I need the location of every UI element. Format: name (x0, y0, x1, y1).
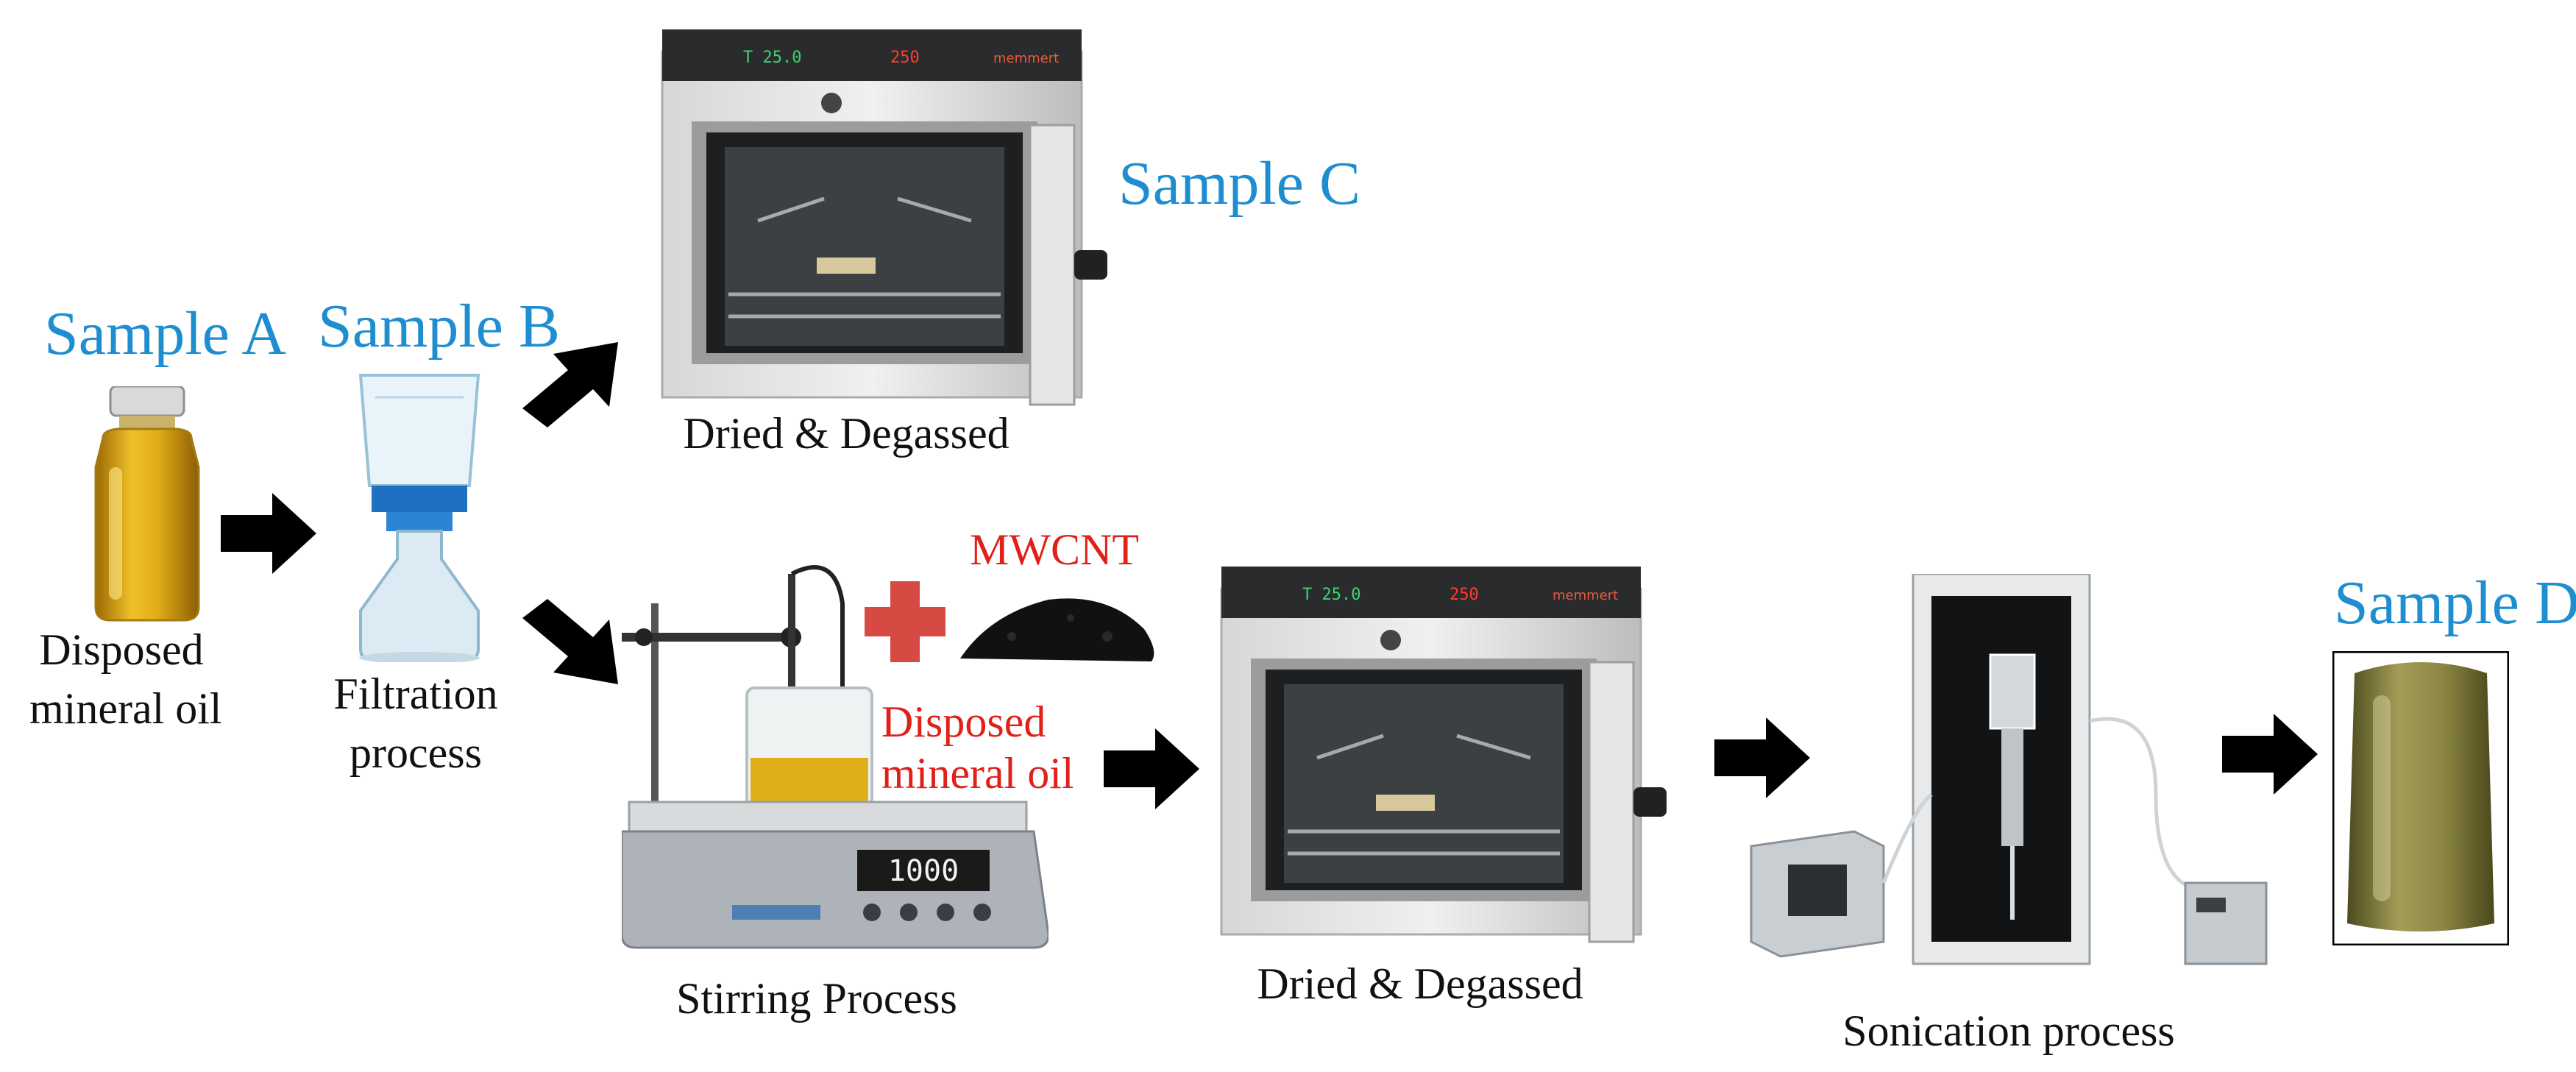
disposed-oil-red-line1: Disposed (881, 697, 1046, 746)
sample-c-label: Sample C (1118, 149, 1360, 218)
svg-text:memmert: memmert (993, 51, 1059, 66)
stirrer-icon: 1000 (622, 565, 1049, 949)
arrow-icon (2222, 714, 2318, 795)
filtration-label-line1: Filtration (333, 670, 498, 718)
disposed-oil-label-line2: mineral oil (29, 684, 222, 733)
disposed-oil-red-line2: mineral oil (881, 749, 1074, 798)
stirring-process-label: Stirring Process (676, 974, 957, 1023)
oven-icon: T 25.0 250 memmert (661, 29, 1107, 406)
oven-icon: T 25.0 250 memmert (1220, 567, 1667, 943)
svg-text:T 25.0: T 25.0 (1302, 586, 1360, 604)
arrow-icon (1714, 717, 1810, 798)
mwcnt-label: MWCNT (970, 525, 1139, 574)
sonicator-icon (1750, 574, 2268, 965)
sample-d-label: Sample D (2334, 569, 2576, 637)
dried-degassed-bottom-label: Dried & Degassed (1257, 959, 1583, 1008)
oil-bottle-icon (94, 386, 200, 622)
svg-text:memmert: memmert (1553, 588, 1618, 603)
disposed-oil-label-line1: Disposed (39, 625, 204, 674)
filtration-label-line2: process (350, 728, 482, 777)
arrow-icon (522, 342, 618, 427)
sonication-process-label: Sonication process (1842, 1007, 2175, 1055)
arrow-icon (221, 493, 316, 574)
mwcnt-powder-icon (960, 598, 1154, 661)
dried-degassed-top-label: Dried & Degassed (683, 409, 1010, 458)
arrow-icon (522, 599, 618, 684)
filter-flask-icon (358, 374, 480, 662)
svg-text:250: 250 (890, 49, 920, 67)
stirrer-display: 1000 (888, 854, 959, 888)
plus-icon (865, 581, 945, 662)
arrow-icon (1104, 728, 1199, 809)
sample-jar-icon (2332, 651, 2509, 945)
svg-text:250: 250 (1450, 586, 1479, 604)
sample-a-label: Sample A (44, 299, 286, 368)
svg-text:T 25.0: T 25.0 (743, 49, 801, 67)
sample-b-label: Sample B (318, 292, 560, 361)
